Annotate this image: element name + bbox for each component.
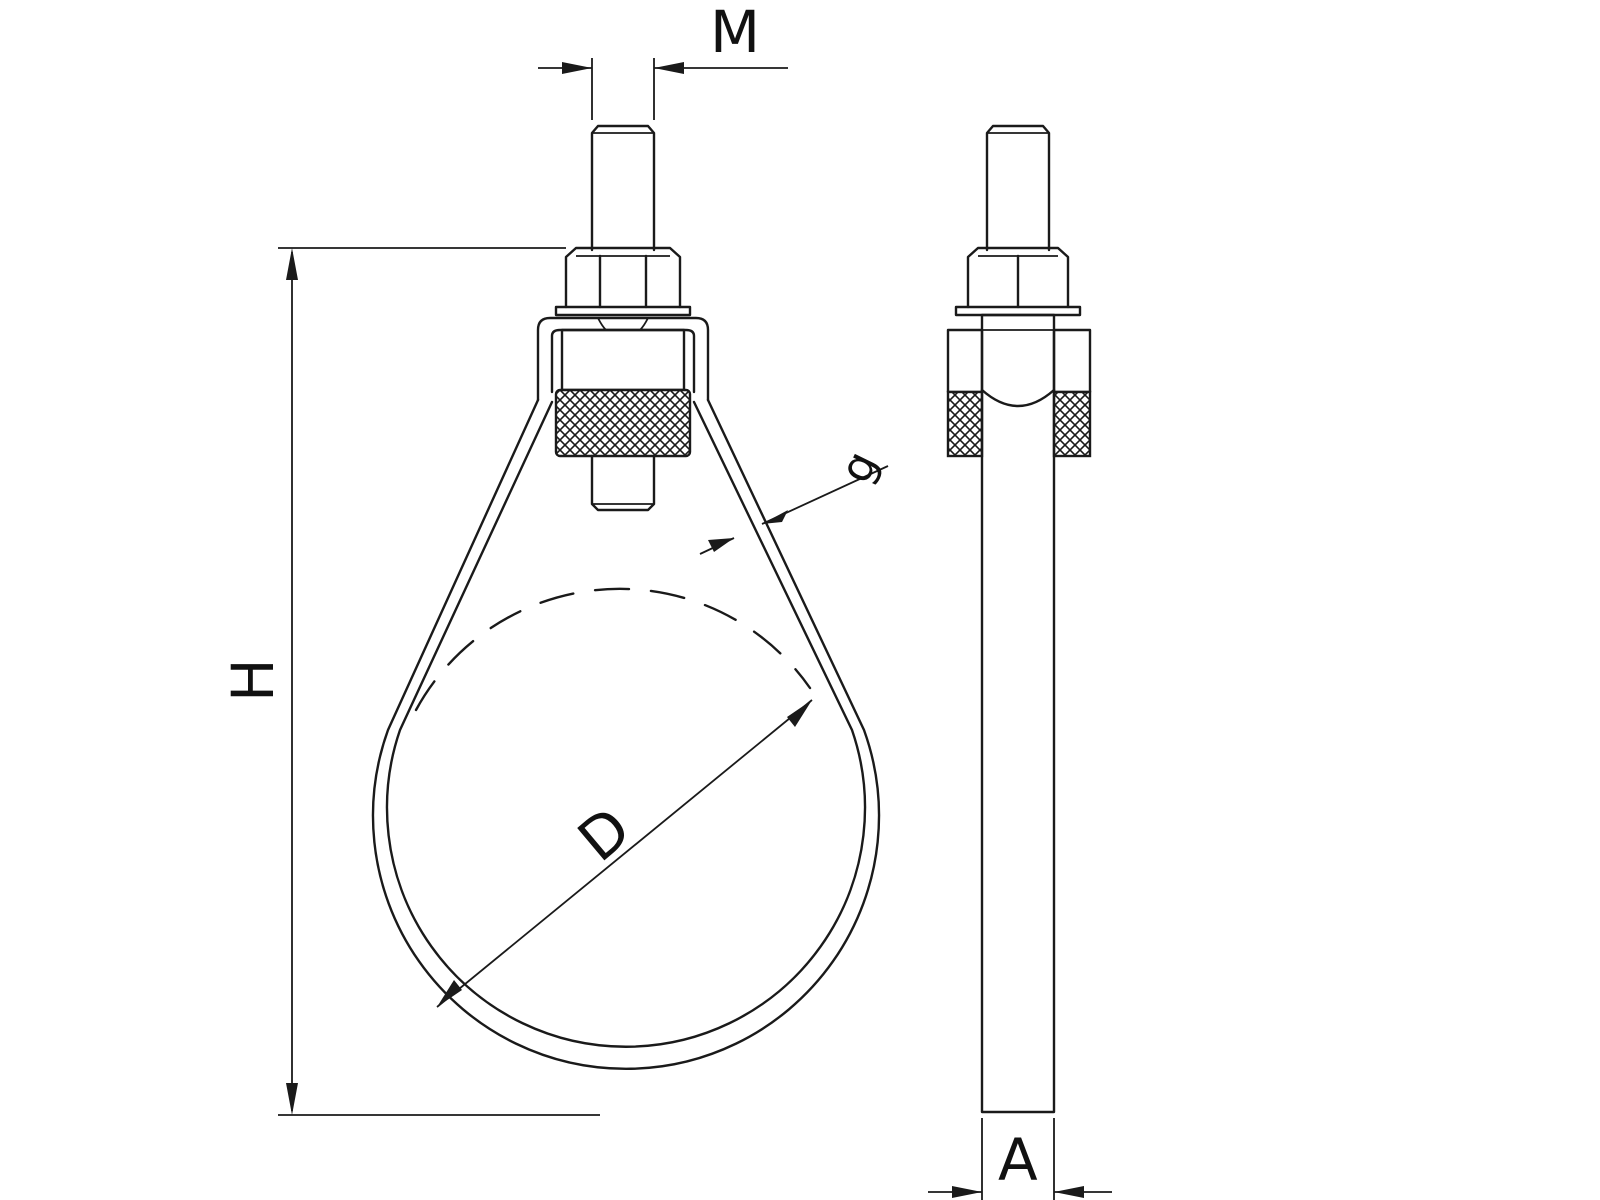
side-band xyxy=(980,313,1056,1114)
dim-thickness xyxy=(699,465,889,555)
band-inner xyxy=(385,400,867,1048)
hex-nut xyxy=(554,246,692,317)
side-rod-top xyxy=(985,124,1051,252)
label-a: A xyxy=(998,1126,1038,1194)
side-view xyxy=(946,124,1092,1114)
pipe-hidden-edge xyxy=(414,587,812,712)
front-view xyxy=(371,124,881,1071)
label-m: M xyxy=(710,0,760,66)
dim-diameter xyxy=(436,699,813,1008)
label-d: D xyxy=(565,794,643,875)
side-knurled-nut xyxy=(946,328,1092,458)
side-hex-nut xyxy=(954,246,1082,317)
dim-width xyxy=(928,1118,1112,1200)
threaded-rod-bottom xyxy=(590,454,656,512)
dim-height xyxy=(278,247,600,1116)
dim-thread xyxy=(538,58,788,120)
threaded-rod-top xyxy=(590,124,656,252)
label-g: g xyxy=(830,443,888,490)
label-h: H xyxy=(219,658,287,702)
knurled-nut xyxy=(554,328,692,458)
band-outer xyxy=(371,398,881,1071)
